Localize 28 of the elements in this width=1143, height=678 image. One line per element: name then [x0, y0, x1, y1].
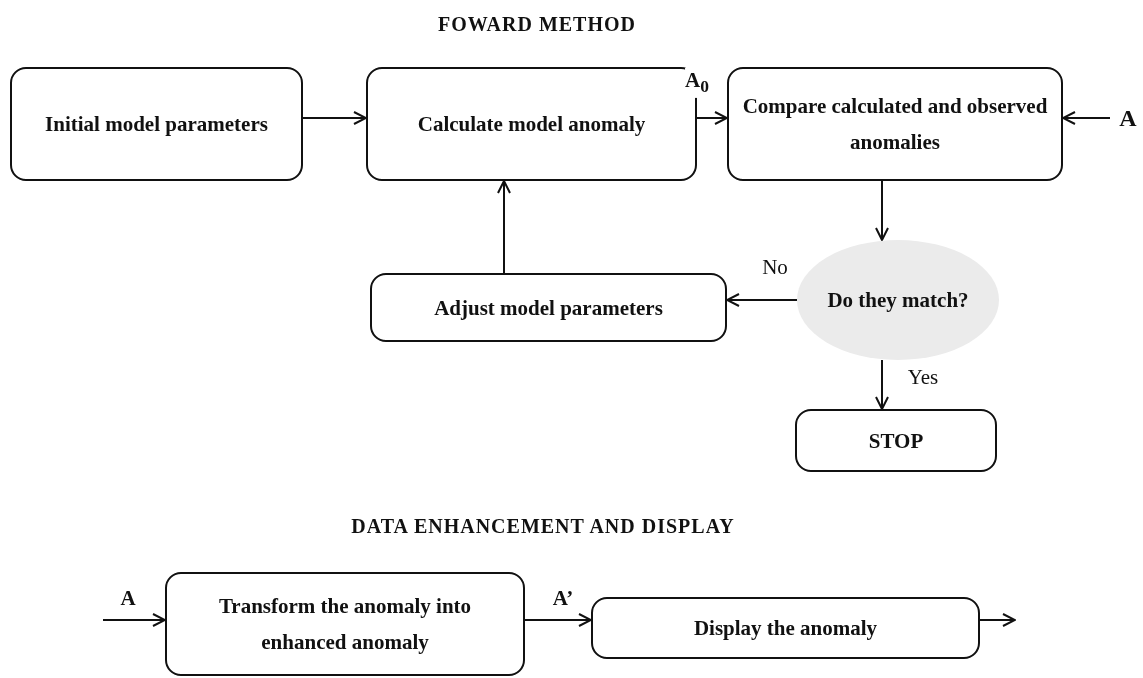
box-text: Adjust model parameters [433, 294, 664, 322]
arrow [979, 613, 1016, 627]
process-box [165, 572, 525, 676]
arrow [1062, 111, 1111, 125]
process-box [591, 597, 980, 659]
arrow [875, 359, 889, 410]
process-box [795, 409, 997, 472]
box-text: Transform the anomaly into enhanced anomaly [217, 593, 473, 656]
process-box [370, 273, 727, 342]
diagram-title: FOWARD METHOD [438, 13, 636, 36]
edge-label: A$_{0}$ [685, 67, 709, 99]
box-text: Calculate model anomaly [416, 111, 647, 138]
arrow [302, 111, 367, 125]
arrow [696, 111, 728, 125]
box-text: Compare calculated and observed anomalies [741, 93, 1049, 156]
box-text: Do they match? [826, 287, 970, 314]
box-text: Display the anomaly [692, 615, 879, 642]
arrow [726, 293, 798, 307]
arrow [102, 613, 166, 627]
box-text: Initial model parameters [44, 111, 269, 138]
input-label: A [1118, 104, 1138, 133]
box-text: STOP [867, 427, 925, 455]
section-title: DATA ENHANCEMENT AND DISPLAY [351, 515, 735, 538]
process-box [10, 67, 303, 181]
arrow [497, 180, 511, 274]
arrow [524, 613, 592, 627]
process-box [727, 67, 1063, 181]
arrow [875, 180, 889, 241]
